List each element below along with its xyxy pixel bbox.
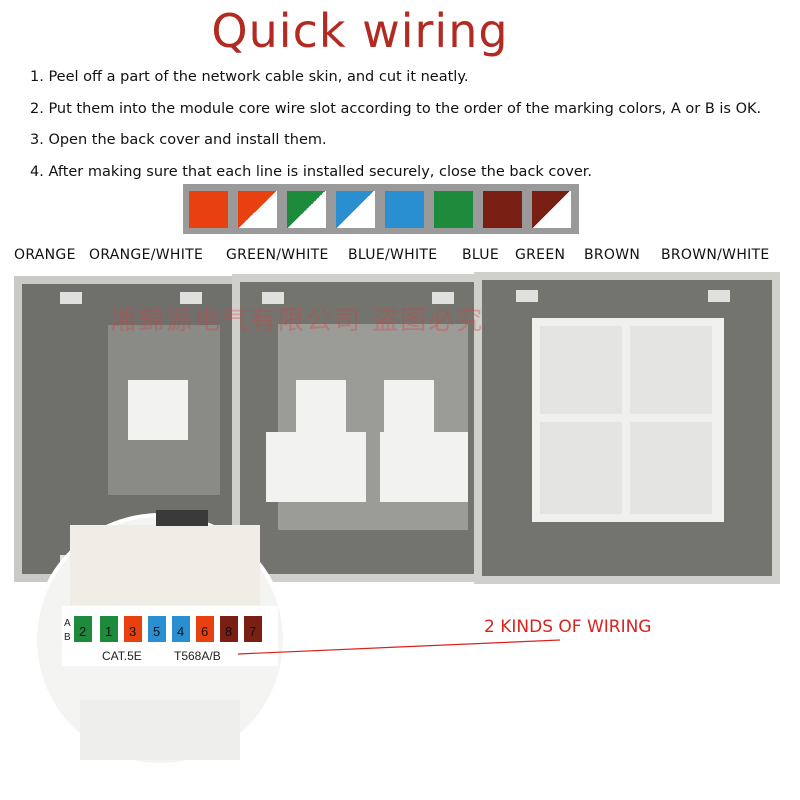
pin-8-swatch bbox=[220, 616, 238, 642]
pin-4-number: 4 bbox=[177, 624, 184, 639]
pin-5-swatch bbox=[148, 616, 166, 642]
wire-color-swatches bbox=[183, 184, 579, 234]
label-blue: BLUE bbox=[462, 247, 499, 263]
watermark-text: 湘錦源电气有限公司 盗图必究 bbox=[110, 306, 485, 336]
wiring-callout-label: 2 KINDS OF WIRING bbox=[484, 617, 652, 637]
pin-1-swatch bbox=[100, 616, 118, 642]
label-orange-white: ORANGE/WHITE bbox=[89, 247, 204, 263]
row-b-label: B bbox=[64, 632, 71, 643]
swatch-green bbox=[434, 191, 473, 228]
pin-6-number: 6 bbox=[201, 624, 208, 639]
page-title: Quick wiring bbox=[211, 4, 509, 58]
row-a-label: A bbox=[64, 618, 71, 629]
quad-port-socket-panel bbox=[474, 272, 780, 584]
swatch-orange-white bbox=[238, 191, 277, 228]
step-3: 3. Open the back cover and install them. bbox=[30, 132, 327, 148]
pin-1-number: 1 bbox=[105, 624, 112, 639]
step-1: 1. Peel off a part of the network cable … bbox=[30, 69, 469, 85]
pin-8-number: 8 bbox=[225, 624, 232, 639]
label-brown-white: BROWN/WHITE bbox=[661, 247, 770, 263]
single-port-socket-panel bbox=[14, 276, 246, 582]
swatch-orange bbox=[189, 191, 228, 228]
pin-2-swatch bbox=[74, 616, 92, 642]
dual-port-socket-panel bbox=[232, 274, 494, 582]
pin-6-swatch bbox=[196, 616, 214, 642]
callout-line bbox=[237, 639, 561, 655]
label-green-white: GREEN/WHITE bbox=[226, 247, 329, 263]
swatch-blue-white bbox=[336, 191, 375, 228]
wiring-standard-label: T568A/B bbox=[174, 649, 221, 663]
label-green: GREEN bbox=[515, 247, 566, 263]
label-orange: ORANGE bbox=[14, 247, 76, 263]
label-brown: BROWN bbox=[584, 247, 641, 263]
wall-socket-photo: A B 2 1 3 5 4 6 8 7 CAT.5E T568A/B bbox=[14, 272, 780, 767]
pin-5-number: 5 bbox=[153, 624, 160, 639]
pin-7-swatch bbox=[244, 616, 262, 642]
pin-7-number: 7 bbox=[249, 624, 256, 639]
instruction-list: 1. Peel off a part of the network cable … bbox=[30, 66, 761, 192]
step-2: 2. Put them into the module core wire sl… bbox=[30, 100, 762, 117]
swatch-blue bbox=[385, 191, 424, 228]
pin-3-swatch bbox=[124, 616, 142, 642]
magnified-module-inset: A B 2 1 3 5 4 6 8 7 CAT.5E T568A/B bbox=[33, 510, 287, 767]
pin-4-swatch bbox=[172, 616, 190, 642]
label-blue-white: BLUE/WHITE bbox=[348, 247, 438, 263]
step-4: 4. After making sure that each line is i… bbox=[30, 163, 593, 180]
pin-2-number: 2 bbox=[79, 624, 86, 639]
swatch-green-white bbox=[287, 191, 326, 228]
cat-rating-label: CAT.5E bbox=[102, 649, 142, 663]
swatch-brown bbox=[483, 191, 522, 228]
pin-3-number: 3 bbox=[129, 624, 136, 639]
swatch-brown-white bbox=[532, 191, 571, 228]
